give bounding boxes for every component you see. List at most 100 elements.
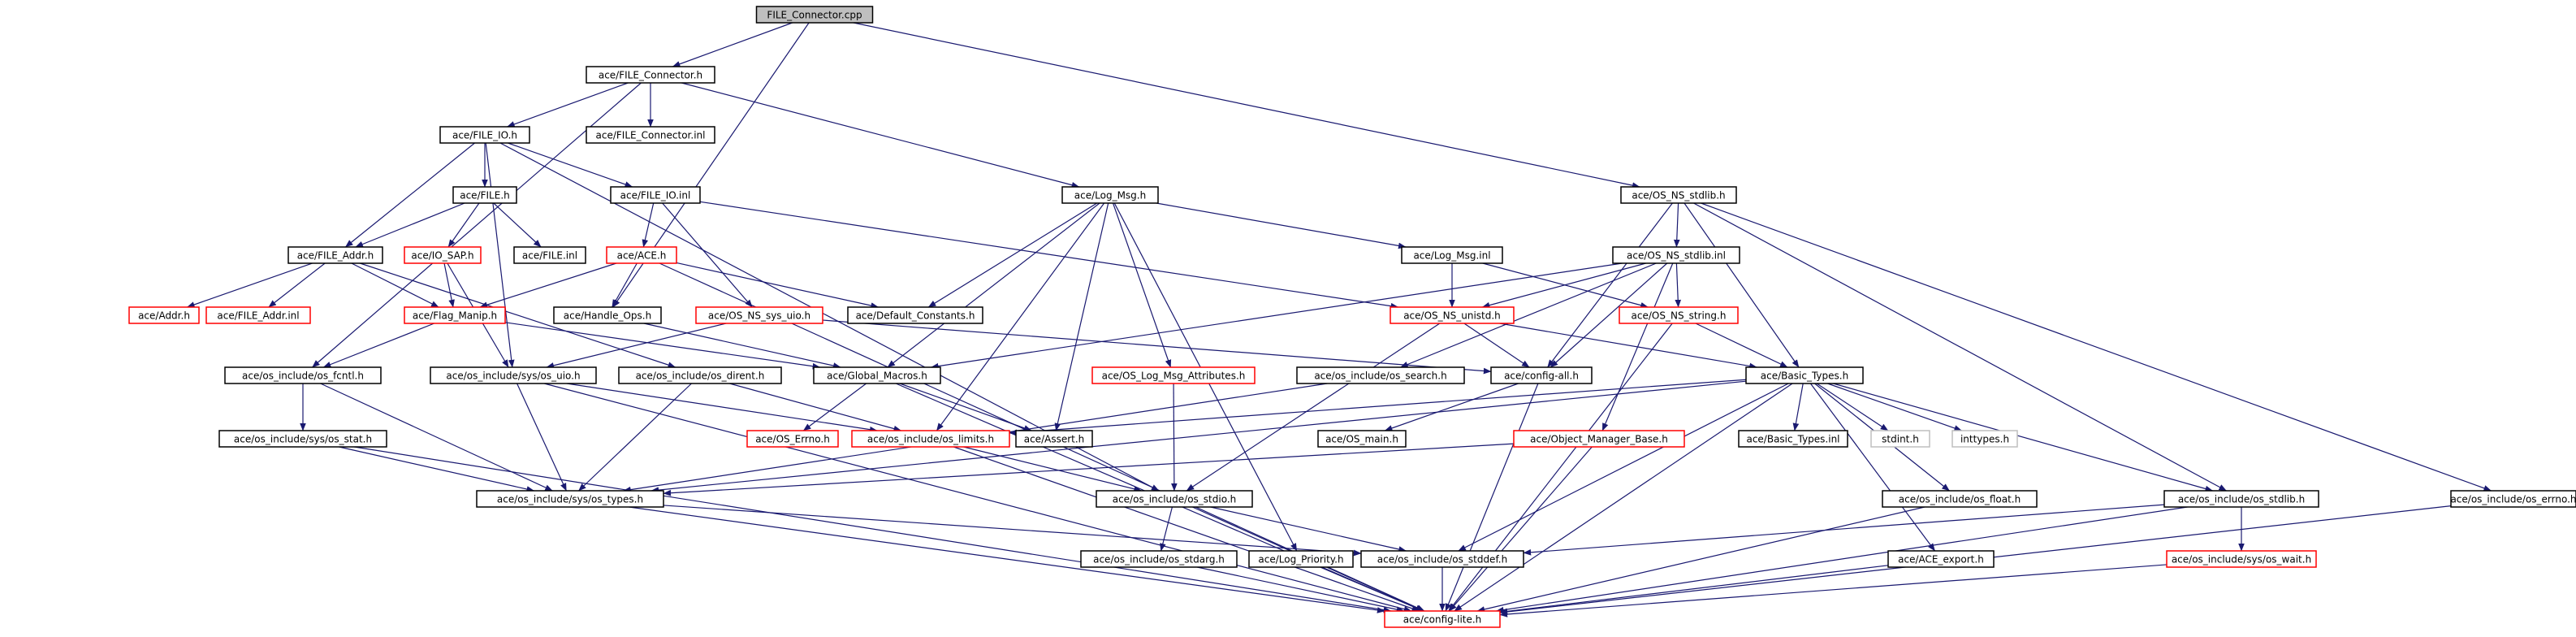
node-inttypes-h[interactable]: inttypes.h [1951, 430, 2018, 448]
node-label: inttypes.h [1960, 434, 2009, 445]
node-fconn-h[interactable]: ace/FILE_Connector.h [586, 66, 715, 84]
node-fileaddr-h[interactable]: ace/FILE_Addr.h [287, 246, 383, 264]
node-fileio-inl[interactable]: ace/FILE_IO.inl [610, 186, 701, 204]
node-aceexport-h[interactable]: ace/ACE_export.h [1887, 550, 1995, 568]
node-osinc-stddef-h[interactable]: ace/os_include/os_stddef.h [1360, 550, 1524, 568]
node-box [1870, 430, 1930, 448]
node-label: ace/FILE_IO.inl [620, 190, 691, 202]
node-label: ace/FILE_Connector.inl [596, 130, 706, 141]
edge-osinc_dirent_h-to-osinc_systypes_h [578, 383, 692, 492]
node-osinc-dirent-h[interactable]: ace/os_include/os_dirent.h [618, 366, 782, 384]
node-fileio-h[interactable]: ace/FILE_IO.h [439, 126, 530, 144]
edge-basictypes_h-to-osinc_limits_h [1009, 379, 1747, 436]
edge-osns_stdlib_inl-to-configall_h [1549, 262, 1668, 368]
edge-fileio_h-to-fileio_inl [508, 142, 633, 188]
node-label: ace/FILE.h [460, 190, 510, 202]
node-fconn-inl[interactable]: ace/FILE_Connector.inl [586, 126, 715, 144]
node-label: ace/Flag_Manip.h [413, 310, 497, 322]
node-oslogmsgattr-h[interactable]: ace/OS_Log_Msg_Attributes.h [1091, 366, 1256, 384]
node-globalmacros-h[interactable]: ace/Global_Macros.h [813, 366, 941, 384]
node-configall-h[interactable]: ace/config-all.h [1490, 366, 1593, 384]
node-assert-h[interactable]: ace/Assert.h [1015, 430, 1093, 448]
edge-ace_h-to-handleops_h [612, 262, 638, 308]
node-osinc-systypes-h[interactable]: ace/os_include/sys/os_types.h [476, 490, 664, 508]
node-flagmanip-h[interactable]: ace/Flag_Manip.h [404, 306, 506, 324]
node-osinc-stdio-h[interactable]: ace/os_include/os_stdio.h [1096, 490, 1253, 508]
node-label: ace/Basic_Types.inl [1746, 434, 1839, 445]
edge-osinc_systypes_h-to-configlite_h [629, 506, 1385, 613]
node-osmain-h[interactable]: ace/OS_main.h [1317, 430, 1407, 448]
edge-osinc_stdlib_h-to-configlite_h [1496, 506, 2188, 613]
node-box [1490, 366, 1593, 384]
edge-osns_stdlib_h-to-configall_h [1547, 202, 1673, 368]
node-osns-stdlib-h[interactable]: ace/OS_NS_stdlib.h [1620, 186, 1737, 204]
node-objmgrbase-h[interactable]: ace/Object_Manager_Base.h [1513, 430, 1685, 448]
edge-fconn_h-to-fileio_h [507, 82, 629, 128]
edge-logmsg_h-to-assert_h [1054, 202, 1109, 431]
node-defconst-h[interactable]: ace/Default_Constants.h [847, 306, 983, 324]
node-osinc-fcntl-h[interactable]: ace/os_include/os_fcntl.h [224, 366, 382, 384]
node-addr-h[interactable]: ace/Addr.h [128, 306, 200, 324]
edge-osns_stdlib_inl-to-globalmacros_h [931, 262, 1623, 370]
edge-fconn_h-to-logmsg_h [681, 82, 1080, 188]
node-label: FILE_Connector.cpp [767, 10, 862, 21]
node-label: ace/os_include/os_stdlib.h [2178, 494, 2305, 505]
edge-fileio_h-to-osinc_sysuio_h [485, 142, 515, 368]
node-osns-unistd-h[interactable]: ace/OS_NS_unistd.h [1390, 306, 1515, 324]
node-osinc-float-h[interactable]: ace/os_include/os_float.h [1882, 490, 2038, 508]
node-box [606, 246, 677, 264]
node-osns-sysuio-h[interactable]: ace/OS_NS_sys_uio.h [695, 306, 823, 324]
node-logmsg-inl[interactable]: ace/Log_Msg.inl [1401, 246, 1503, 264]
node-box [1738, 430, 1848, 448]
edge-file_h-to-fileaddr_h [355, 202, 465, 248]
node-osinc-syswait-h[interactable]: ace/os_include/sys/os_wait.h [2166, 550, 2317, 568]
node-box [847, 306, 983, 324]
node-label: ace/os_include/os_errno.h [2450, 494, 2576, 505]
node-box [1384, 610, 1501, 628]
edge-osinc_stdlib_h-to-osinc_stddef_h [1523, 504, 2165, 556]
node-ace-h[interactable]: ace/ACE.h [606, 246, 677, 264]
node-label: ace/Basic_Types.h [1761, 370, 1848, 382]
node-osinc-sysstat-h[interactable]: ace/os_include/sys/os_stat.h [218, 430, 387, 448]
node-osinc-search-h[interactable]: ace/os_include/os_search.h [1296, 366, 1465, 384]
node-label: ace/FILE_IO.h [452, 130, 517, 141]
node-logpriority-h[interactable]: ace/Log_Priority.h [1248, 550, 1354, 568]
node-stdint-h[interactable]: stdint.h [1870, 430, 1930, 448]
node-box [1401, 246, 1503, 264]
node-label: ace/Default_Constants.h [856, 310, 975, 322]
node-logmsg-h[interactable]: ace/Log_Msg.h [1061, 186, 1159, 204]
edge-basictypes_h-to-stdint_h [1816, 383, 1889, 431]
node-osinc-stdlib-h[interactable]: ace/os_include/os_stdlib.h [2163, 490, 2319, 508]
edge-osinc_limits_h-to-osinc_stdio_h [963, 446, 1142, 492]
edge-aceexport_h-to-configlite_h [1499, 565, 1889, 615]
node-fileaddr-inl[interactable]: ace/FILE_Addr.inl [205, 306, 311, 324]
node-iosap-h[interactable]: ace/IO_SAP.h [404, 246, 482, 264]
node-file-inl[interactable]: ace/FILE.inl [513, 246, 586, 264]
node-osns-stdlib-inl[interactable]: ace/OS_NS_stdlib.inl [1612, 246, 1740, 264]
node-configlite-h[interactable]: ace/config-lite.h [1384, 610, 1501, 628]
edge-osns_stdlib_inl-to-osns_string_h [1675, 262, 1682, 308]
node-basictypes-inl[interactable]: ace/Basic_Types.inl [1738, 430, 1848, 448]
node-osinc-sysuio-h[interactable]: ace/os_include/sys/os_uio.h [430, 366, 597, 384]
node-osinc-errno-h[interactable]: ace/os_include/os_errno.h [2450, 490, 2576, 508]
edge-osinc_systypes_h-to-osinc_stddef_h [663, 505, 1362, 557]
node-box [452, 186, 517, 204]
node-osns-string-h[interactable]: ace/OS_NS_string.h [1619, 306, 1739, 324]
node-label: ace/config-all.h [1504, 370, 1579, 382]
node-label: ace/os_include/sys/os_stat.h [234, 434, 372, 445]
node-label: ace/Object_Manager_Base.h [1530, 434, 1668, 445]
edge-osinc_float_h-to-configlite_h [1476, 506, 1926, 613]
node-box [1296, 366, 1465, 384]
node-osinc-limits-h[interactable]: ace/os_include/os_limits.h [851, 430, 1010, 448]
edge-osns_stdlib_h-to-osinc_errno_h [1701, 202, 2492, 492]
edge-osinc_sysuio_h-to-osinc_systypes_h [516, 383, 567, 492]
node-osinc-stdarg-h[interactable]: ace/os_include/os_stdarg.h [1080, 550, 1238, 568]
node-root: FILE_Connector.cpp [755, 6, 874, 24]
node-handleops-h[interactable]: ace/Handle_Ops.h [553, 306, 662, 324]
node-oserrno-h[interactable]: ace/OS_Errno.h [746, 430, 839, 448]
node-box [1248, 550, 1354, 568]
edge-osns_string_h-to-basictypes_h [1695, 323, 1788, 368]
node-basictypes-h[interactable]: ace/Basic_Types.h [1745, 366, 1864, 384]
edge-basictypes_h-to-inttypes_h [1827, 383, 1962, 431]
node-file-h[interactable]: ace/FILE.h [452, 186, 517, 204]
